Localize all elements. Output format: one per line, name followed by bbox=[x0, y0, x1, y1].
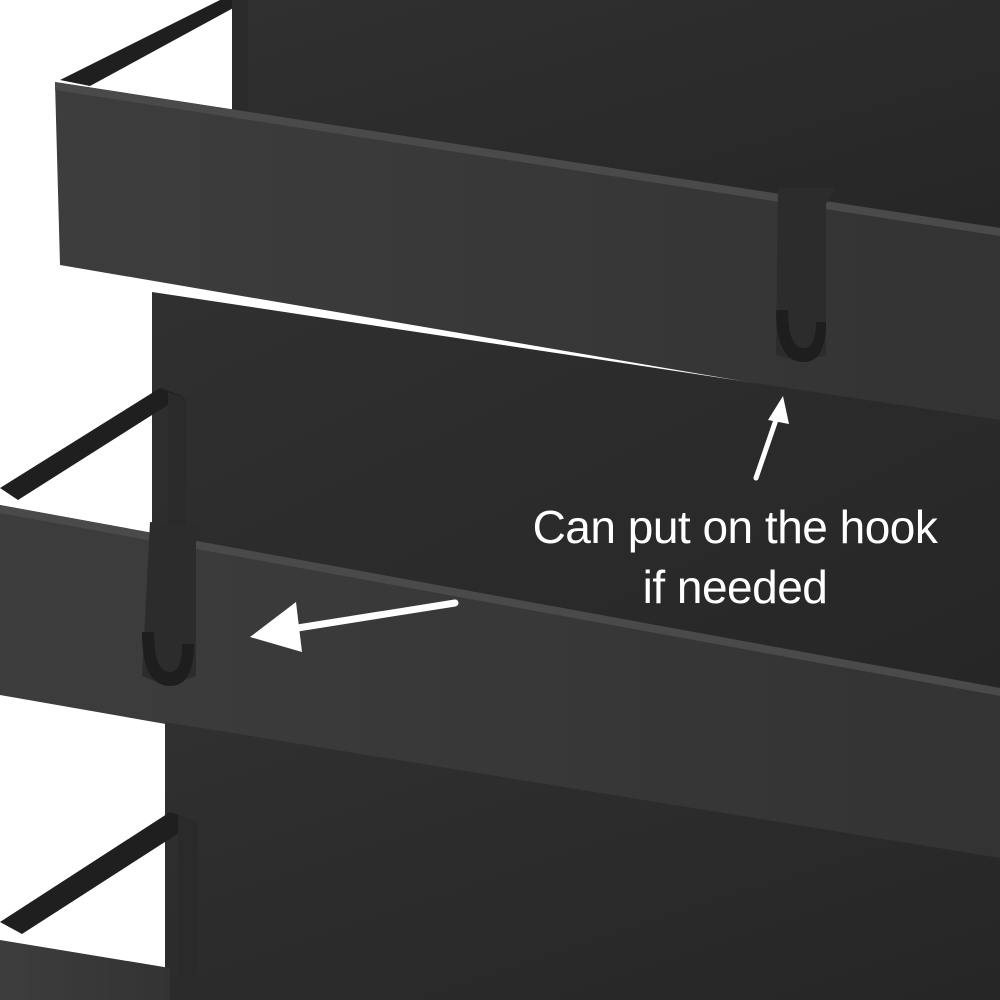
annotation-line-2: if needed bbox=[642, 561, 828, 613]
bottom-shelf-front-lip bbox=[0, 940, 170, 1000]
top-shelf bbox=[55, 0, 1000, 425]
middle-shelf-front-lip bbox=[0, 505, 1000, 870]
middle-shelf bbox=[0, 292, 1000, 870]
middle-shelf-side-rail-vertical bbox=[168, 392, 186, 540]
hook-top bbox=[776, 188, 836, 362]
hook-middle bbox=[142, 522, 206, 686]
bottom-shelf-side-rail-vertical bbox=[178, 816, 198, 1000]
arrow-up-icon bbox=[753, 396, 789, 481]
hook-top-body bbox=[776, 188, 836, 362]
middle-shelf-back-panel bbox=[152, 292, 1000, 700]
top-shelf-back-panel bbox=[240, 0, 1000, 230]
top-shelf-side-rail bbox=[60, 0, 248, 86]
hook-top-curl bbox=[776, 310, 826, 362]
annotation-line-1: Can put on the hook bbox=[532, 501, 938, 553]
bottom-shelf-side-rail bbox=[0, 812, 196, 934]
top-shelf-front-lip bbox=[55, 82, 1000, 425]
middle-shelf-lip-edge bbox=[0, 505, 1000, 696]
hook-middle-curl bbox=[142, 632, 194, 686]
arrow-left-icon bbox=[250, 599, 459, 652]
bottom-shelf-back-panel bbox=[165, 722, 1000, 1000]
bottom-shelf bbox=[0, 722, 1000, 1000]
top-shelf-lip-edge bbox=[55, 82, 1000, 236]
middle-shelf-side-rail bbox=[0, 388, 182, 500]
